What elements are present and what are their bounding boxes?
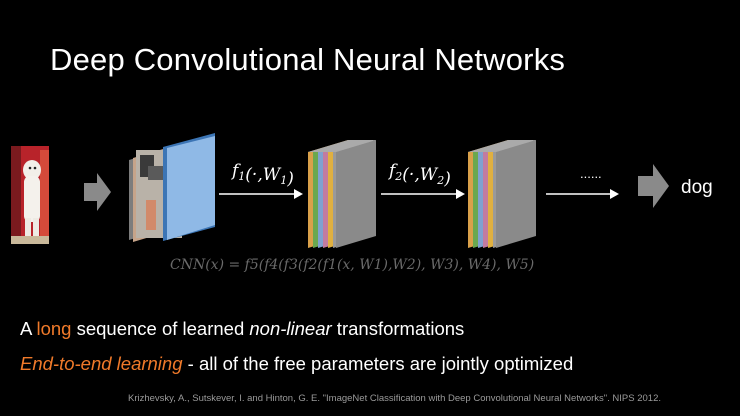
feature-stack-1 [308, 140, 376, 248]
input-dog-image [11, 146, 49, 244]
ellipsis-label: ...... [580, 166, 602, 181]
line2-rest: - all of the free parameters are jointly… [182, 353, 574, 374]
line1-part3: transformations [331, 318, 465, 339]
arrow-right-icon [638, 164, 669, 208]
f1-label: f1(·,W1) [230, 161, 294, 189]
f2-arrow-head [456, 189, 465, 199]
bullet-line-2: End-to-end learning - all of the free pa… [20, 353, 573, 375]
citation: Krizhevsky, A., Sutskever, I. and Hinton… [128, 393, 662, 404]
bullet-line-1: A long sequence of learned non-linear tr… [20, 318, 464, 340]
line2-highlight: End-to-end learning [20, 353, 183, 374]
cnn-formula: CNN(x) = f5(f4(f3(f2(f1(x, W1),W2), W3),… [170, 257, 535, 273]
line1-part1: A [20, 318, 37, 339]
output-label: dog [681, 177, 713, 198]
feature-stack-2 [468, 140, 536, 248]
feature-map-1 [129, 133, 215, 242]
cnn-diagram: f1(·,W1) f2(·,W2) ...... dog [11, 133, 713, 248]
line1-part2: sequence of learned [71, 318, 250, 339]
f1-arrow-head [294, 189, 303, 199]
line1-highlight: long [36, 318, 72, 339]
slide-title: Deep Convolutional Neural Networks [50, 42, 566, 77]
arrow-right-icon [84, 173, 111, 211]
f2-label: f2(·,W2) [387, 161, 451, 189]
line1-italic: non-linear [249, 318, 332, 339]
ellipsis-arrow-head [610, 189, 619, 199]
